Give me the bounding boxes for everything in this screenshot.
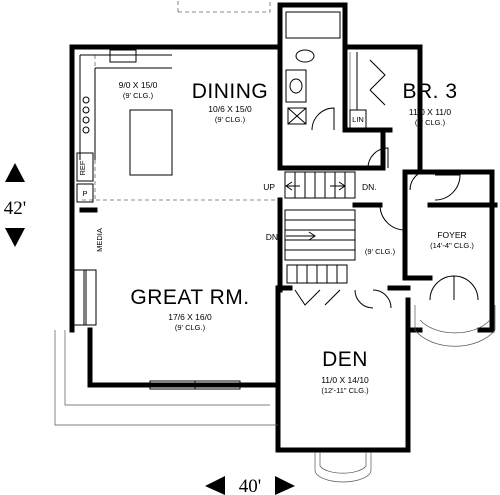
media-wall (69, 269, 97, 326)
bathroom-fixtures (285, 11, 341, 125)
doors (294, 107, 479, 309)
interior-walls (79, 44, 498, 293)
dining-size: 10/6 X 15/0 (208, 104, 252, 114)
kitchen-island (129, 109, 173, 176)
stair-dn2-label: DN (266, 232, 278, 242)
br3-ceiling: (9' CLG.) (415, 118, 446, 127)
exterior-walls (69, 2, 495, 453)
stairs (284, 171, 356, 284)
width-dimension: 40' (239, 476, 261, 495)
stair-up-label: UP (263, 182, 275, 192)
den-size: 11/0 X 14/10 (321, 375, 369, 385)
br3-name: BR. 3 (402, 80, 457, 103)
depth-dimension: 42' (4, 198, 26, 219)
great-room-name: GREAT RM. (130, 286, 249, 309)
hall-ceiling: (9' CLG.) (365, 247, 396, 256)
kitchen-fixtures (76, 49, 173, 203)
br3-closet (349, 52, 386, 129)
dimension-markers (5, 163, 295, 495)
up-arrow-icon (5, 163, 25, 182)
bathtub (285, 11, 341, 39)
kitchen-ceiling: (9' CLG.) (123, 91, 154, 100)
left-arrow-icon (205, 476, 225, 495)
foyer-ceiling: (14'-4" CLG.) (430, 241, 474, 250)
right-arrow-icon (275, 476, 295, 495)
den-ceiling: (12'-11" CLG.) (321, 386, 369, 395)
kitchen-sink (109, 49, 137, 63)
media-label: MEDIA (95, 228, 104, 252)
toilet (295, 49, 315, 63)
great-room-size: 17/6 X 16/0 (168, 312, 212, 322)
linen-label: LIN (352, 115, 364, 124)
great-room-ceiling: (9' CLG.) (175, 323, 206, 332)
ref-label: REF (78, 160, 87, 175)
br3-size: 11/0 X 11/0 (409, 107, 451, 117)
kitchen-size: 9/0 X 15/0 (119, 80, 158, 90)
foyer-name: FOYER (437, 230, 466, 240)
dining-name: DINING (192, 80, 269, 103)
den-bay (314, 452, 372, 483)
patio-outline (54, 330, 278, 426)
great-room-window (149, 380, 241, 390)
linen-closet (349, 109, 367, 129)
vanity (285, 69, 307, 103)
stair-dn-label: DN. (362, 182, 377, 192)
shower (287, 107, 307, 125)
den-name: DEN (322, 348, 368, 371)
sink (289, 78, 303, 94)
down-arrow-icon (5, 228, 25, 247)
pantry-label: P (82, 189, 87, 198)
dining-ceiling: (9' CLG.) (215, 115, 246, 124)
pantry (76, 183, 94, 203)
foyer-porch (414, 305, 496, 347)
fridge (76, 152, 94, 182)
